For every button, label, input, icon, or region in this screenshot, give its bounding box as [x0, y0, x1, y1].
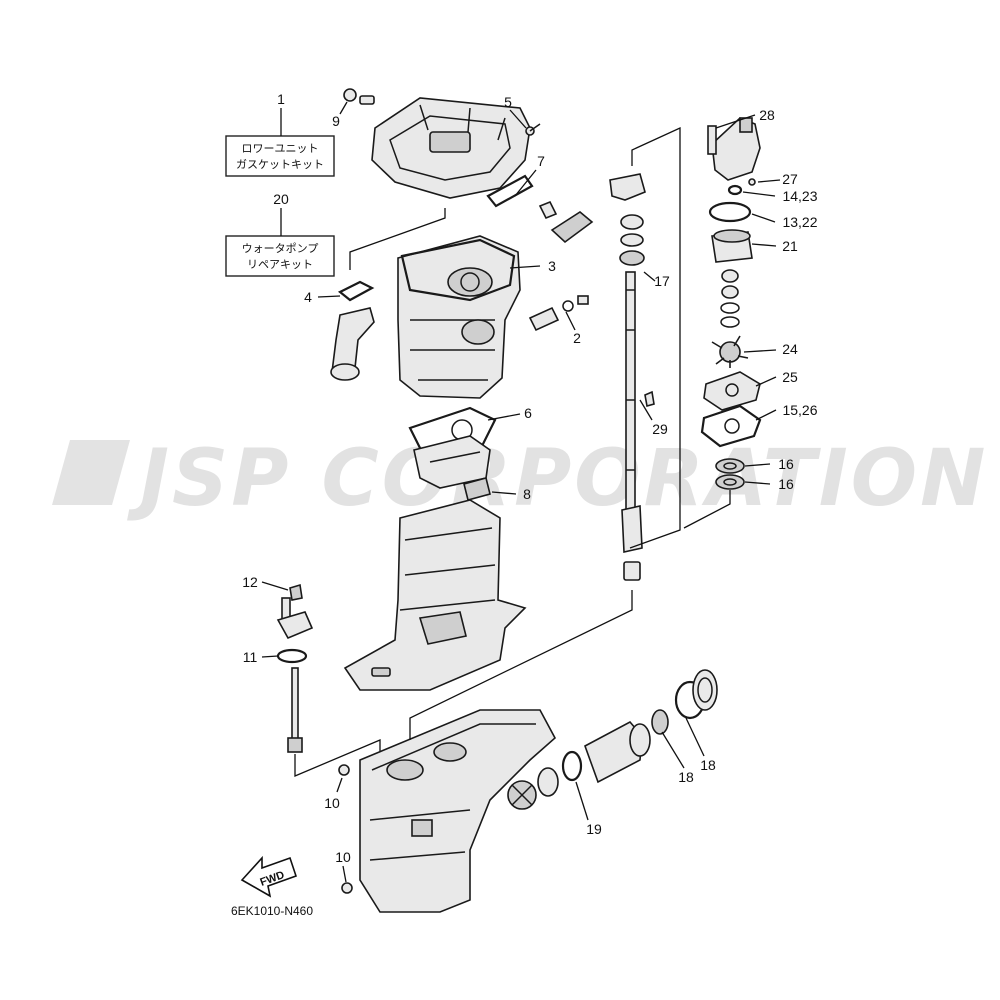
seal-8-icon — [463, 477, 491, 501]
callout-6: 6 — [524, 405, 532, 421]
drain-screw-10b-icon — [341, 882, 353, 894]
watermark-text: JSP CORPORATION — [127, 434, 988, 524]
callout-27: 27 — [782, 171, 798, 187]
gear-case — [359, 709, 557, 913]
fwd-arrow-icon: FWD — [240, 855, 298, 898]
callout-2: 2 — [573, 330, 581, 346]
bolt-9-icon — [343, 88, 375, 105]
gasket-15-26-icon — [700, 404, 762, 448]
callout-24: 24 — [782, 341, 798, 357]
callout-13-22: 13,22 — [782, 214, 817, 230]
callout-20: 20 — [273, 191, 289, 207]
outer-plate-25-icon — [703, 371, 761, 411]
callout-21: 21 — [782, 238, 798, 254]
callout-14-23: 14,23 — [782, 188, 817, 204]
diagram-code: 6EK1010-N460 — [231, 904, 313, 918]
callout-12: 12 — [242, 574, 258, 590]
plug-2-icon — [528, 295, 589, 332]
kit-box-water-pump: ウォータポンプ リペアキット — [225, 235, 335, 277]
drive-shaft-column — [609, 173, 655, 581]
callout-9: 9 — [332, 113, 340, 129]
callout-10-lower: 10 — [335, 849, 351, 865]
shift-rod-assembly — [276, 583, 314, 753]
gasket-7-icon — [486, 174, 594, 244]
callout-29: 29 — [652, 421, 668, 437]
water-pump-housing — [707, 117, 761, 181]
kit-pump-line1: ウォータポンプ — [242, 242, 319, 255]
watermark: JSP CORPORATION — [52, 434, 988, 524]
callout-19: 19 — [586, 821, 602, 837]
propeller-shaft-parts — [507, 669, 718, 810]
callout-8: 8 — [523, 486, 531, 502]
impeller-24-icon — [711, 335, 749, 368]
watermark-logo — [52, 440, 130, 505]
callout-5: 5 — [504, 94, 512, 110]
callout-18-right: 18 — [700, 757, 716, 773]
exhaust-plate — [413, 435, 491, 489]
callout-4: 4 — [304, 289, 312, 305]
callout-7: 7 — [537, 153, 545, 169]
gasket-4-icon — [337, 280, 375, 302]
drain-screw-10a-icon — [338, 764, 350, 776]
upper-casing — [397, 235, 521, 399]
kit-box-gasket: ロワーユニット ガスケットキット — [225, 135, 335, 177]
bearing-16a-icon — [715, 458, 745, 474]
exhaust-guide — [330, 307, 375, 381]
callout-16-upper: 16 — [778, 456, 794, 472]
lower-casing-upper — [343, 499, 527, 691]
callout-1: 1 — [277, 91, 285, 107]
kit-gasket-line2: ガスケットキット — [236, 158, 324, 171]
upper-case-cover — [371, 97, 531, 199]
callout-15-26: 15,26 — [782, 402, 817, 418]
callout-10-upper: 10 — [324, 795, 340, 811]
screw-5-icon — [525, 123, 541, 136]
pump-small-parts — [708, 178, 756, 328]
kit-pump-line2: リペアキット — [247, 258, 313, 271]
kit-gasket-line1: ロワーユニット — [242, 142, 319, 155]
callout-11: 11 — [243, 649, 258, 665]
callout-25: 25 — [782, 369, 798, 385]
callout-18-left: 18 — [678, 769, 694, 785]
callout-16-lower: 16 — [778, 476, 794, 492]
callout-17: 17 — [654, 273, 670, 289]
callout-3: 3 — [548, 258, 556, 274]
callout-28: 28 — [759, 107, 775, 123]
bearing-16b-icon — [715, 474, 745, 490]
